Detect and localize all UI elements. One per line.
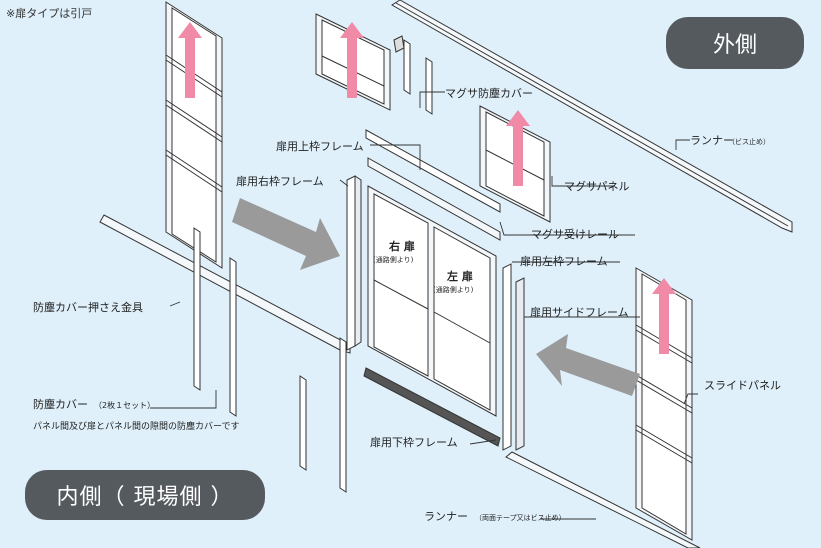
label-dust-cover-bracket: 防塵カバー押さえ金具: [33, 300, 143, 314]
label-runner-top-sub: （ビス止め）: [728, 137, 770, 146]
label-door-top-frame: 扉用上枠フレーム: [276, 139, 364, 153]
outside-badge: 外側: [666, 17, 804, 69]
leader-lines: [150, 91, 698, 520]
label-left-door: 左 扉: [446, 269, 473, 283]
label-runner-bottom-sub: （両面テープ又はビス止め）: [475, 513, 566, 522]
label-dust-cover-desc: パネル間及び扉とパネル間の隙間の防塵カバーです: [33, 420, 239, 432]
label-magusa-cover: マグサ防塵カバー: [445, 86, 533, 100]
left-slide-panel: [165, 1, 223, 269]
label-door-side-frame: 扉用サイドフレーム: [530, 306, 629, 319]
label-right-door-sub: (通路側より): [373, 255, 414, 264]
inside-badge: 内側（ 現場側 ）: [25, 470, 265, 520]
door-bottom-frame: [363, 367, 501, 447]
label-runner-bottom: ランナー: [424, 510, 468, 523]
label-left-door-sub: (通路側より): [433, 285, 474, 294]
label-door-bottom-frame: 扉用下枠フレーム: [370, 435, 458, 449]
label-dust-cover-sub: （2枚１セット）: [94, 400, 155, 410]
lift-arrows: [178, 22, 676, 354]
runner-bottom: [505, 451, 701, 548]
label-slide-panel: スライドパネル: [704, 379, 781, 392]
door-right-frame: [346, 175, 362, 351]
label-door-right-frame: 扉用右枠フレーム: [236, 174, 324, 188]
magusa-cover-strips: [393, 35, 433, 115]
label-magusa-rail: マグサ受けレール: [531, 227, 619, 241]
motion-arrows: [232, 198, 640, 396]
label-door-left-frame: 扉用左枠フレーム: [520, 254, 608, 268]
note-text: ※扉タイプは引戸: [6, 7, 93, 20]
runner-top: [391, 0, 793, 233]
label-runner-top: ランナー: [690, 134, 734, 147]
double-door: [367, 185, 497, 417]
label-dust-cover: 防塵カバー: [33, 397, 88, 411]
label-magusa-panel: マグサパネル: [564, 179, 630, 193]
door-top-frame: [365, 129, 501, 241]
right-slide-panel: [635, 267, 693, 541]
label-right-door: 右 扉: [388, 239, 415, 253]
dust-cover-strips: [193, 227, 347, 493]
door-left-frame: [502, 263, 525, 451]
